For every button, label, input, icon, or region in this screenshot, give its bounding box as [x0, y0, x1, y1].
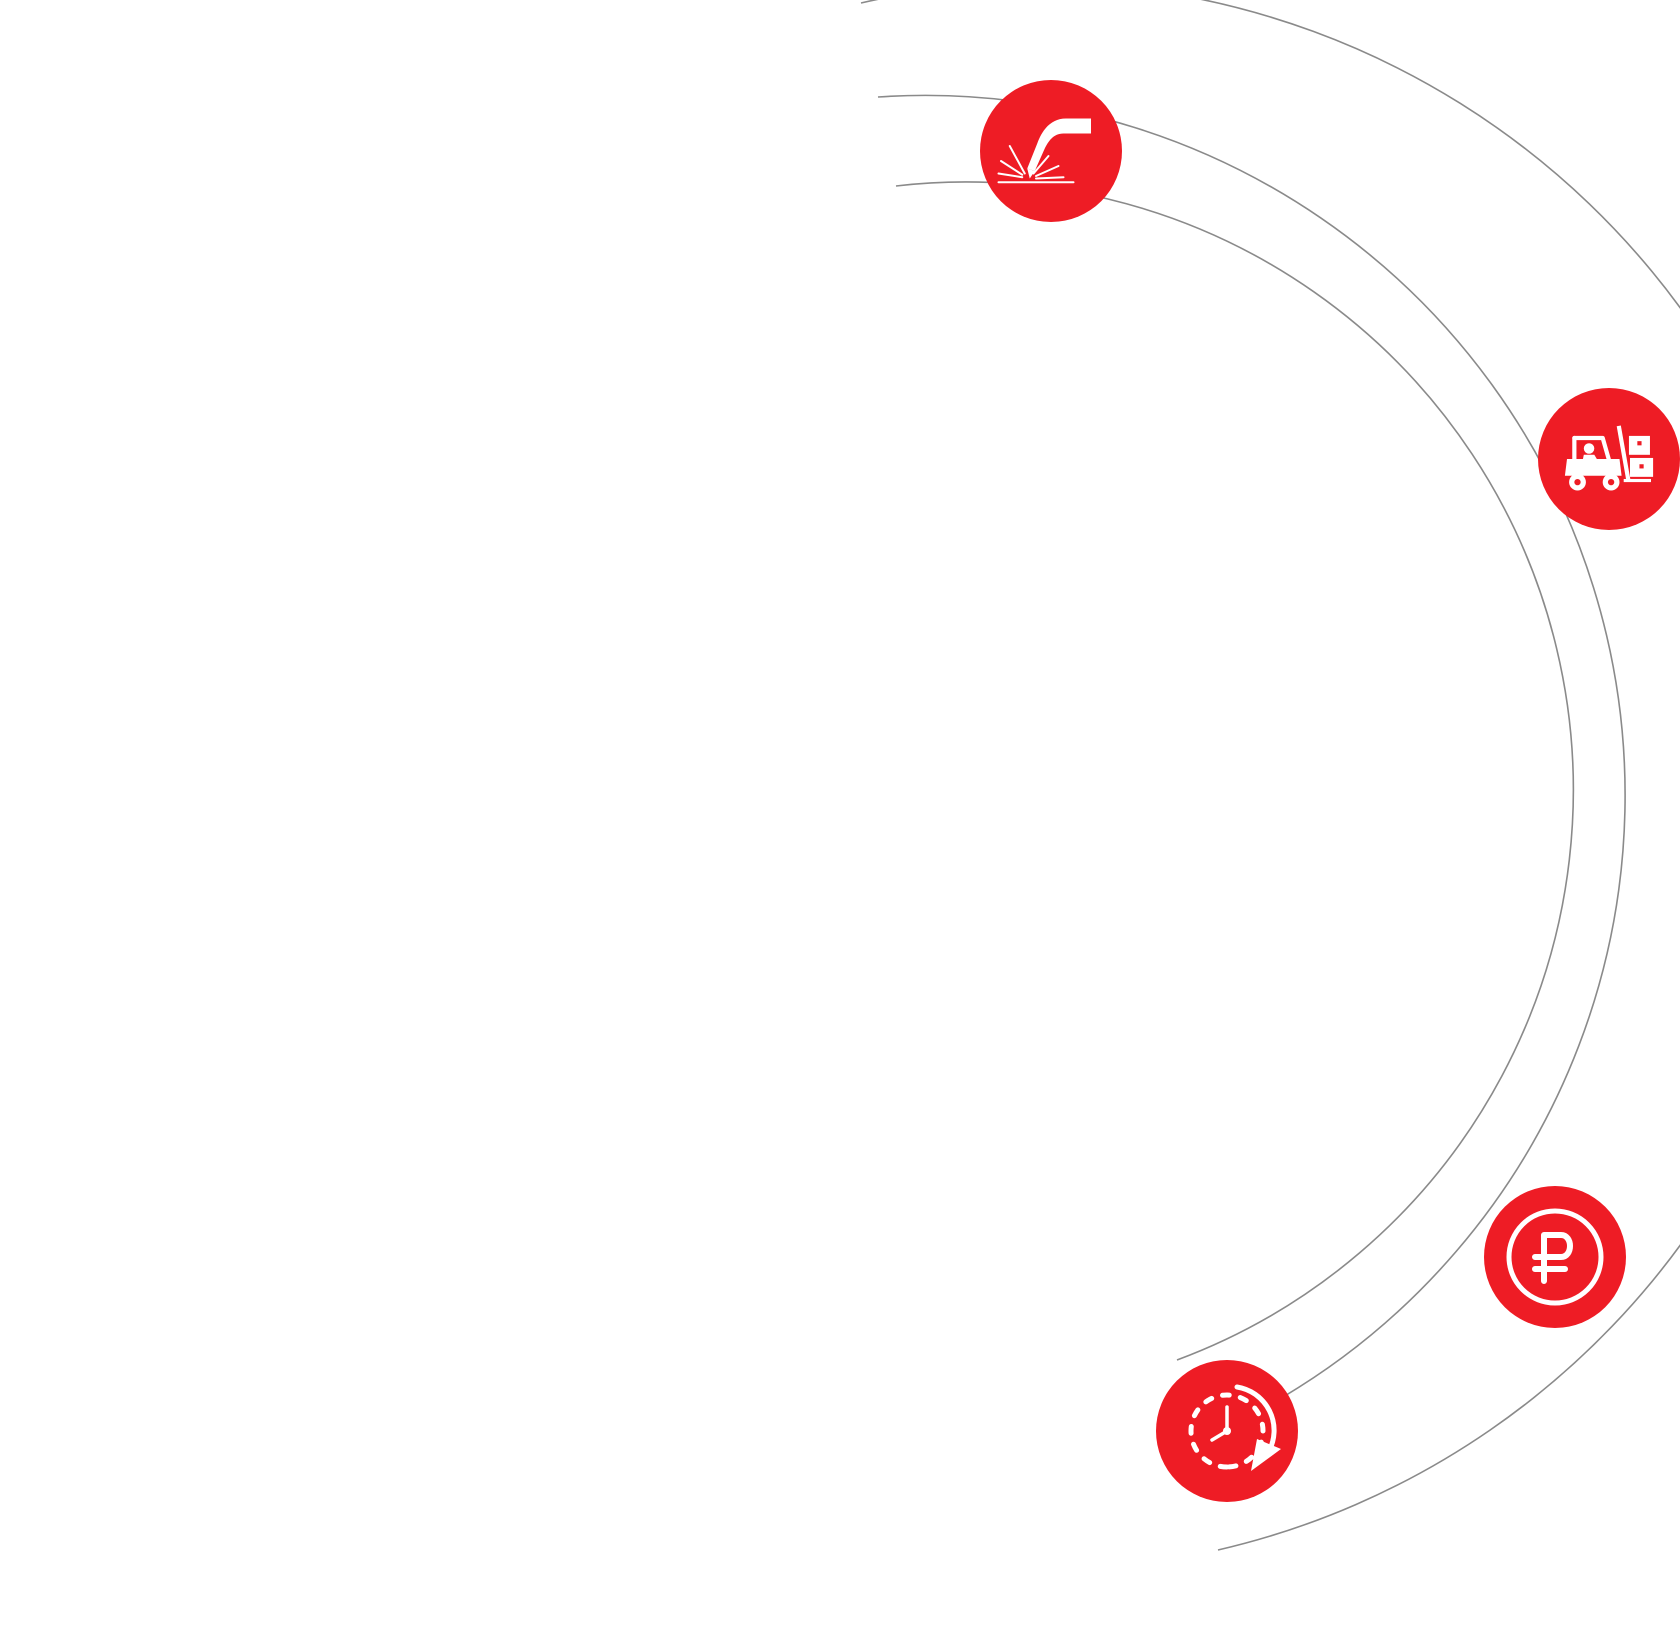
middle-arc — [877, 94, 1626, 1398]
clock-cycle-icon — [1156, 1360, 1298, 1502]
inner-arc — [895, 181, 1575, 1361]
outer-arc — [860, 0, 1680, 1551]
welding-torch-icon — [980, 80, 1122, 222]
forklift-icon — [1538, 388, 1680, 530]
ruble-coin-icon — [1484, 1186, 1626, 1328]
